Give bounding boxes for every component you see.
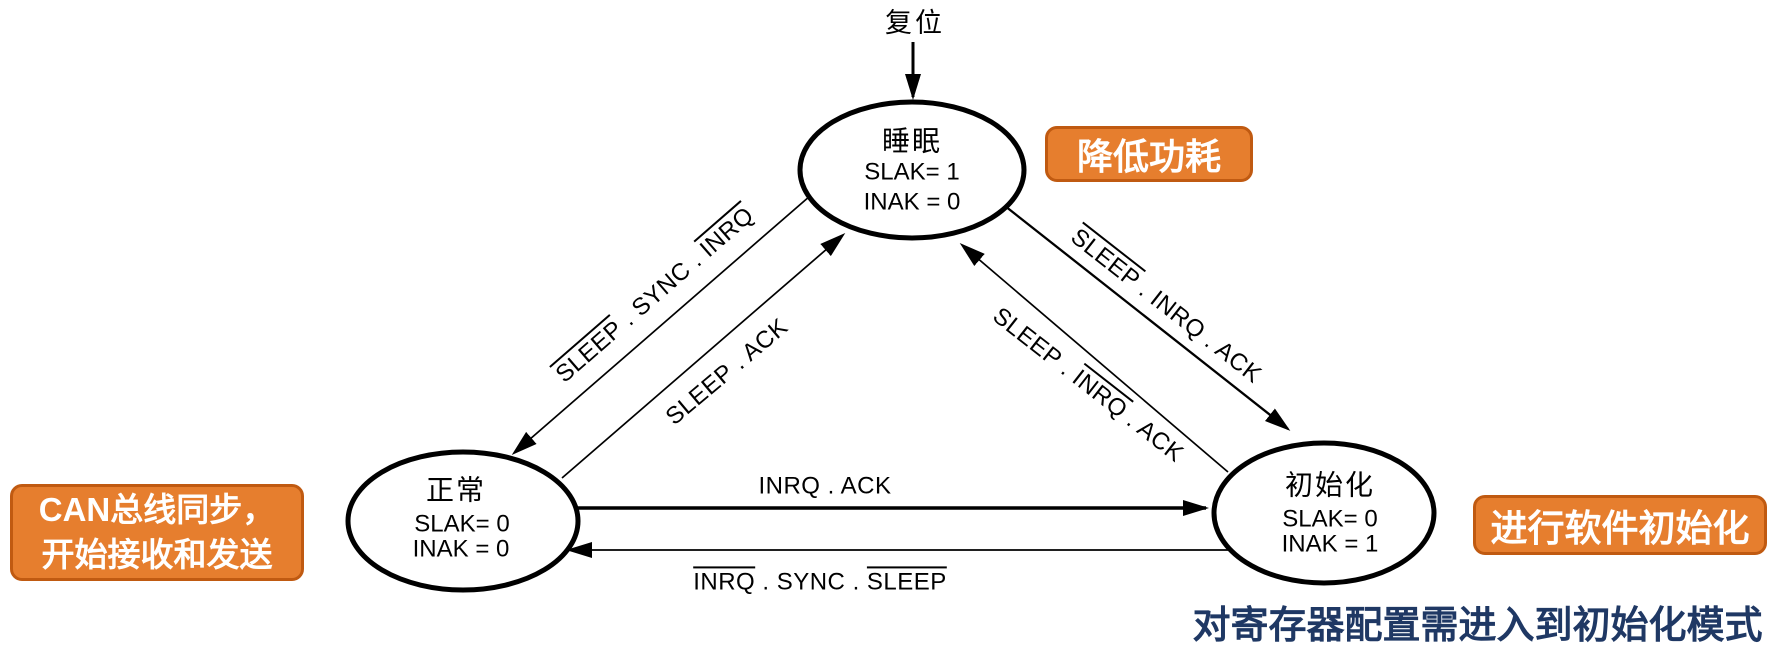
init-state-node (1211, 440, 1437, 586)
callout-can-sync-line1: CAN总线同步， (38, 490, 276, 528)
transition-label-normal-to-init: INRQ . ACK (758, 472, 892, 500)
sleep-reg-inak: INAK = 0 (863, 188, 961, 216)
arrow-init-to-sleep (959, 243, 1229, 473)
normal-state-title: 正常 (425, 475, 487, 507)
transition-term: SYNC (776, 568, 846, 596)
transition-label-init-to-normal: INRQ . SYNC . SLEEP (693, 568, 947, 596)
sleep-reg-slak: SLAK= 1 (864, 158, 960, 186)
transition-term: SLEEP (866, 568, 947, 596)
callout-software-init-text: 进行软件初始化 (1490, 508, 1750, 549)
transition-term: ACK (840, 472, 892, 500)
transition-term: INRQ (693, 568, 756, 596)
arrow-sleep-to-normal (511, 195, 811, 455)
footnote-init-mode-note: 对寄存器配置需进入到初始化模式 (1192, 605, 1763, 647)
sleep-state-node (797, 99, 1027, 241)
normal-state-node (345, 449, 581, 593)
normal-reg-inak: INAK = 0 (412, 535, 510, 563)
init-state-title: 初始化 (1284, 470, 1376, 502)
arrow-normal-to-sleep (561, 233, 846, 479)
callout-can-sync-line2: 开始接收和发送 (41, 535, 273, 573)
callout-can-sync: CAN总线同步， 开始接收和发送 (10, 484, 304, 581)
sleep-state-title: 睡眠 (881, 126, 943, 158)
init-reg-slak: SLAK= 0 (1282, 505, 1378, 533)
reset-label: 复位 (885, 7, 945, 38)
arrow-sleep-to-init (1004, 205, 1291, 431)
callout-low-power: 降低功耗 (1045, 126, 1253, 182)
callout-software-init: 进行软件初始化 (1473, 495, 1767, 555)
callout-low-power-text: 降低功耗 (1076, 136, 1221, 177)
normal-reg-slak: SLAK= 0 (414, 510, 510, 538)
init-reg-inak: INAK = 1 (1281, 530, 1379, 558)
transition-term: INRQ (758, 472, 821, 500)
